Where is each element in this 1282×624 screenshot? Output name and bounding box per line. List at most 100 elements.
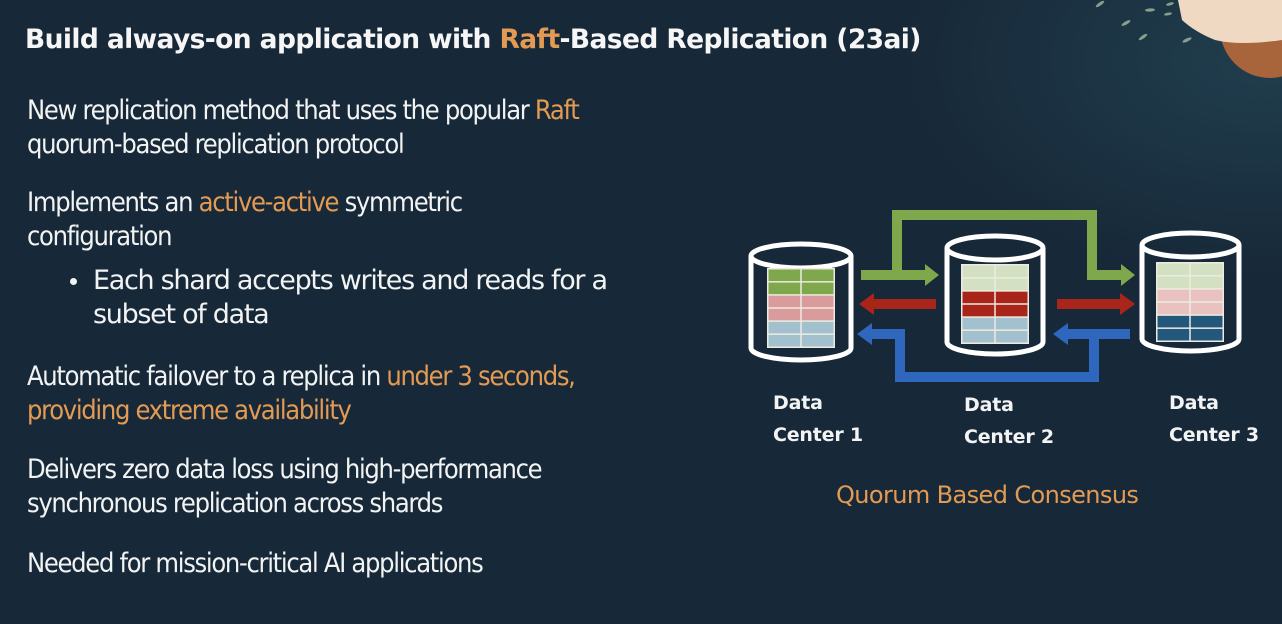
bullet-point: Needed for mission-critical AI applicati… — [27, 547, 747, 581]
sub-bullet-line: Each shard accepts writes and reads for … — [93, 265, 608, 296]
leaf-decorations — [1095, 0, 1192, 43]
table-cell — [768, 295, 801, 308]
bullet-line: Automatic failover to a replica in under… — [27, 360, 747, 394]
text-run: Automatic failover to a replica in — [27, 361, 387, 392]
blue-arrow-shaft-to-dc2 — [1066, 329, 1130, 339]
bullet-line: Delivers zero data loss using high-perfo… — [27, 453, 747, 487]
text-run: Delivers zero data loss using high-perfo… — [27, 454, 543, 485]
text-run: synchronous replication across shards — [27, 488, 443, 519]
data-center-cylinders — [748, 230, 1242, 363]
text-run: configuration — [27, 221, 173, 252]
blue-arrowhead-to-dc2 — [1053, 323, 1068, 345]
text-run: symmetric — [338, 187, 464, 218]
table-cell — [801, 308, 834, 321]
bullet-dot — [70, 278, 77, 285]
text-run: Needed for mission-critical AI applicati… — [27, 548, 484, 579]
table-cell — [962, 330, 995, 343]
highlighted-text: active-active — [198, 187, 340, 218]
table-cell — [962, 265, 995, 278]
cylinder-top — [748, 241, 854, 271]
bullet-line: synchronous replication across shards — [27, 487, 747, 521]
bullet-line: Implements an active-active symmetric — [27, 186, 747, 220]
table-cell — [1190, 276, 1223, 289]
cylinder-body — [748, 256, 854, 363]
table-cell — [962, 278, 995, 291]
cylinder-body — [944, 248, 1046, 357]
table-cell — [995, 265, 1028, 278]
table-cell — [768, 308, 801, 321]
table-cell — [1157, 315, 1190, 328]
table-cell — [1157, 276, 1190, 289]
table-cell — [962, 304, 995, 317]
data-center-2-label: Data Center 2 — [964, 389, 1054, 453]
blue-arrow-shaft-to-dc1 — [870, 329, 905, 339]
table-cell — [801, 334, 834, 347]
table-cell — [768, 334, 801, 347]
table-cell — [1190, 302, 1223, 315]
highlighted-text: under 3 seconds, — [386, 361, 576, 392]
text-run: quorum-based replication protocol — [27, 129, 405, 160]
blue-connector — [895, 334, 1099, 382]
green-arrow-shaft-to-dc2 — [861, 270, 927, 280]
label-line: Data — [1169, 392, 1219, 414]
label-line: Data — [964, 394, 1014, 416]
background-glow — [862, 0, 1282, 300]
red-arrow-shaft-to-dc3 — [1057, 299, 1122, 309]
highlighted-text: Raft — [534, 95, 580, 126]
database-cylinder-3 — [1139, 230, 1242, 354]
title-part-1: Build always-on application with — [25, 24, 500, 55]
table-cell — [768, 269, 801, 282]
bullet-line: quorum-based replication protocol — [27, 128, 747, 162]
table-frame — [767, 268, 835, 348]
cylinder-top — [1139, 230, 1242, 260]
cylinder-top — [944, 233, 1046, 263]
red-arrowhead-to-dc3 — [1120, 293, 1135, 315]
sub-bullet-point: Each shard accepts writes and reads for … — [70, 264, 733, 332]
bullet-point: Delivers zero data loss using high-perfo… — [27, 453, 747, 521]
sub-bullet-line: subset of data — [93, 299, 270, 330]
table-cell — [1157, 328, 1190, 341]
table-cell — [962, 291, 995, 304]
database-cylinder-1 — [748, 241, 854, 363]
green-arrowhead-to-dc2 — [925, 264, 939, 286]
red-arrowhead-to-dc1 — [859, 293, 874, 315]
bullet-point: Automatic failover to a replica in under… — [27, 360, 747, 428]
red-arrow-shaft-to-dc1 — [872, 299, 936, 309]
bullet-line: Needed for mission-critical AI applicati… — [27, 547, 747, 581]
table-cell — [995, 278, 1028, 291]
blue-flow-arrows — [857, 323, 1130, 382]
title-part-2: -Based Replication (23ai) — [559, 24, 922, 55]
table-cell — [801, 321, 834, 334]
table-cell — [1190, 289, 1223, 302]
bullet-line: providing extreme availability — [27, 394, 747, 428]
table-cell — [995, 304, 1028, 317]
bullet-line: New replication method that uses the pop… — [27, 94, 747, 128]
blue-arrowhead-to-dc1 — [857, 323, 872, 345]
bullet-line: configuration — [27, 220, 747, 254]
table-cell — [1157, 289, 1190, 302]
green-connector — [892, 210, 1097, 275]
data-center-1-label: Data Center 1 — [773, 387, 863, 451]
table-cell — [1190, 315, 1223, 328]
table-cell — [768, 282, 801, 295]
title-highlight: Raft — [499, 24, 560, 55]
table-cell — [995, 330, 1028, 343]
label-line: Center 3 — [1169, 424, 1259, 446]
table-cell — [962, 317, 995, 330]
red-flow-arrows — [859, 293, 1135, 315]
diagram-caption: Quorum Based Consensus — [836, 481, 1139, 509]
table-cell — [995, 291, 1028, 304]
table-cell — [1190, 263, 1223, 276]
label-line: Center 1 — [773, 424, 863, 446]
table-cell — [1157, 263, 1190, 276]
green-flow-arrows — [861, 210, 1135, 286]
text-run: Implements an — [27, 187, 199, 218]
table-frame — [1156, 262, 1224, 342]
green-arrow-shaft-to-dc3 — [1087, 270, 1123, 280]
slide-title: Build always-on application with Raft-Ba… — [25, 24, 921, 55]
table-frame — [961, 264, 1029, 344]
table-cell — [768, 321, 801, 334]
table-cell — [801, 295, 834, 308]
